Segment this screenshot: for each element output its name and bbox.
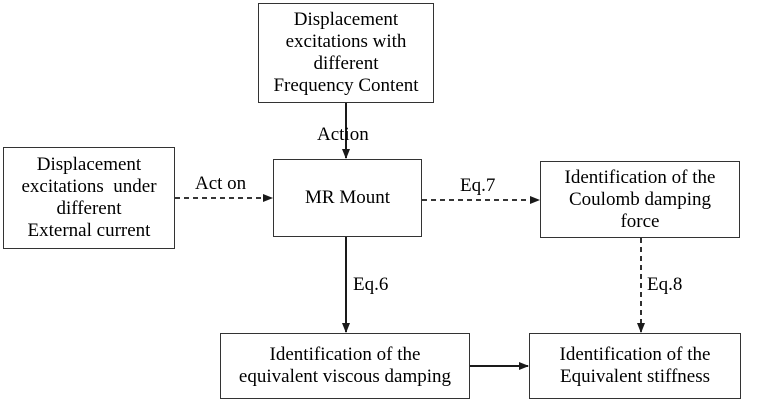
box-current-line-2: excitations under xyxy=(21,176,157,197)
box-frequency-line-2: excitations with xyxy=(285,31,407,52)
label-eq6: Eq.6 xyxy=(353,274,389,295)
box-stiffness-line-1: Identification of the xyxy=(559,344,711,365)
box-equivalent-stiffness: Identification of the Equivalent stiffne… xyxy=(529,333,741,399)
label-eq7: Eq.7 xyxy=(460,175,496,196)
box-current-excitation: Displacement excitations under different… xyxy=(3,147,175,249)
box-frequency-line-4: Frequency Content xyxy=(273,75,419,96)
box-frequency-excitation: Displacement excitations with different … xyxy=(258,3,434,103)
label-act-on-left: Act on xyxy=(195,173,247,194)
box-mr-mount: MR Mount xyxy=(273,159,422,237)
box-current-line-3: different xyxy=(56,198,122,219)
box-current-line-4: External current xyxy=(27,220,151,241)
label-action-top: Action xyxy=(317,124,369,145)
box-viscous-line-1: Identification of the xyxy=(269,344,421,365)
box-frequency-line-1: Displacement xyxy=(293,9,399,30)
box-viscous-line-2: equivalent viscous damping xyxy=(238,366,452,387)
label-eq8: Eq.8 xyxy=(647,274,683,295)
box-viscous-damping: Identification of the equivalent viscous… xyxy=(220,333,470,399)
box-frequency-line-3: different xyxy=(313,53,379,74)
box-mount-label: MR Mount xyxy=(305,187,390,208)
box-coulomb-line-2: Coulomb damping xyxy=(569,188,711,210)
box-coulomb-line-3: force xyxy=(620,210,660,232)
box-stiffness-line-2: Equivalent stiffness xyxy=(559,366,711,387)
box-current-line-1: Displacement xyxy=(36,154,142,175)
box-coulomb-damping: Identification of the Coulomb damping fo… xyxy=(540,161,740,238)
box-coulomb-line-1: Identification of the xyxy=(564,166,716,188)
